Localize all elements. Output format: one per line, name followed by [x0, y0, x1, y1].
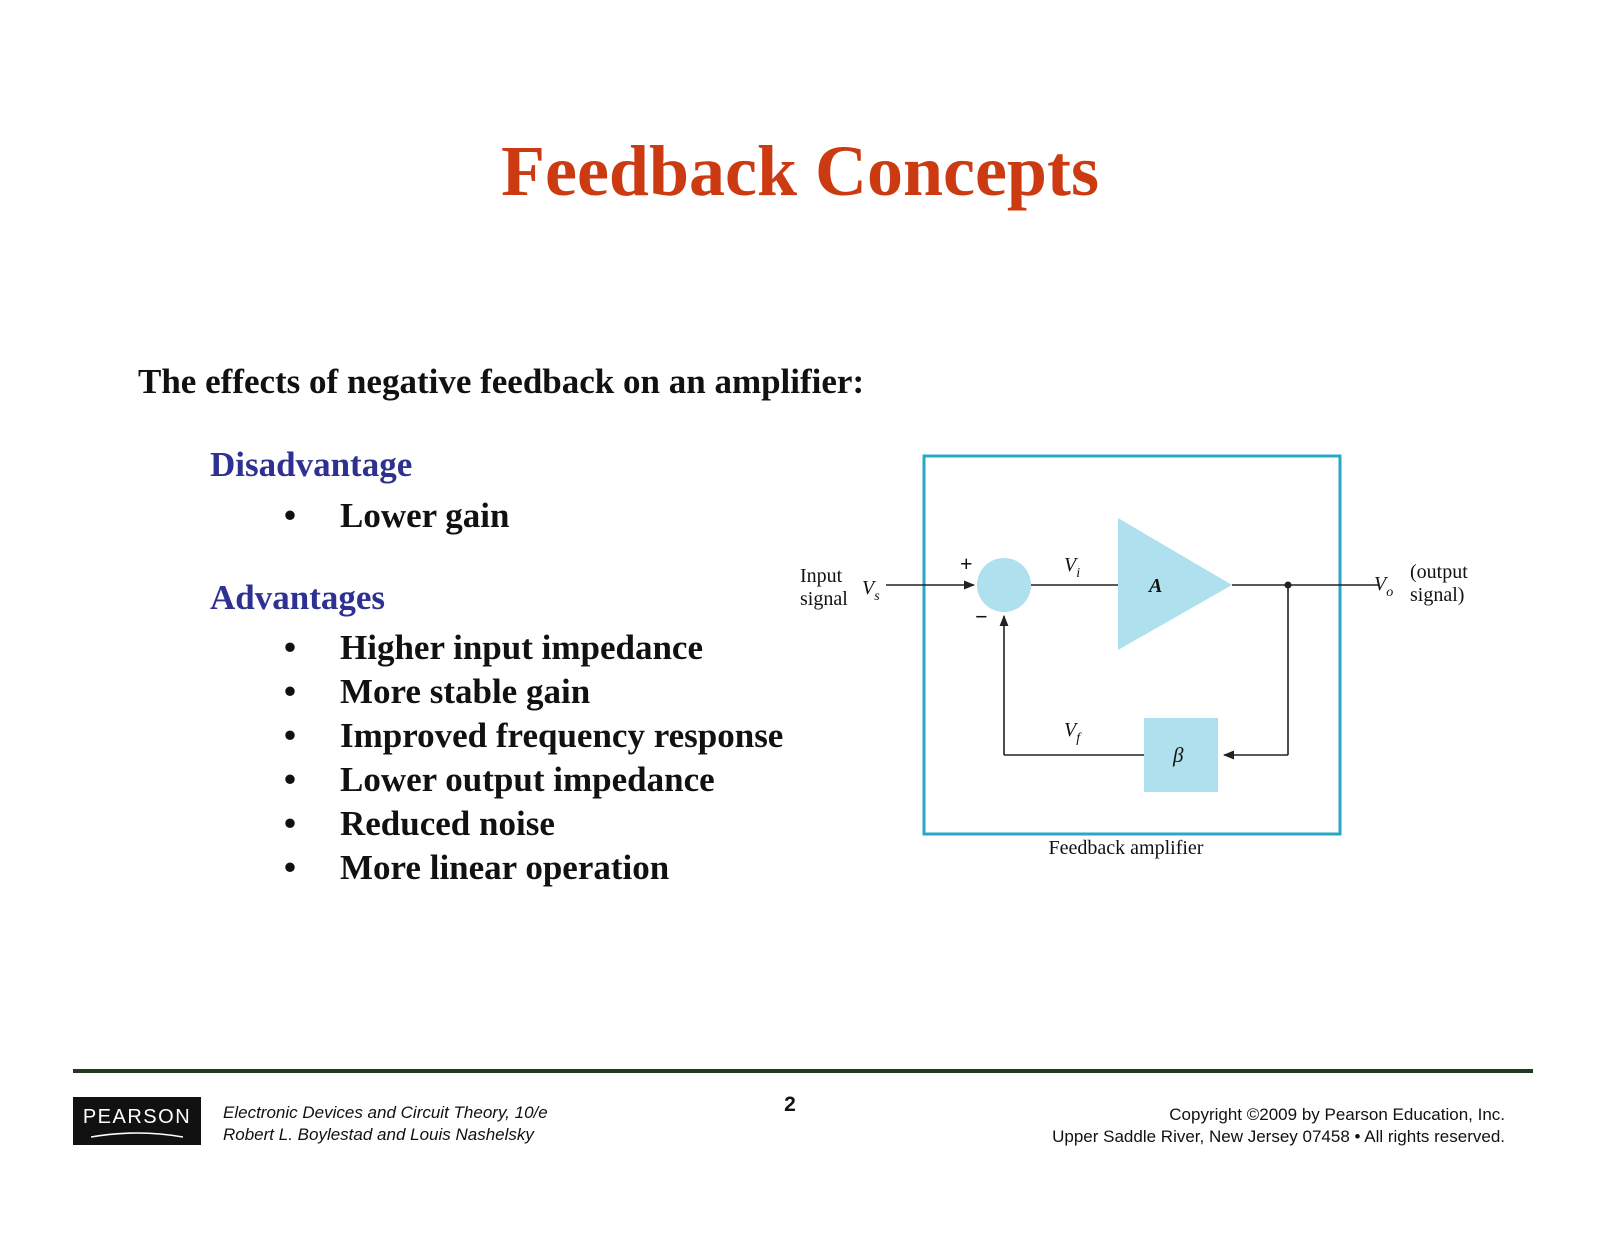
list-item: • Higher input impedance [280, 626, 783, 670]
intro-text: The effects of negative feedback on an a… [138, 362, 865, 401]
list-item-text: Reduced noise [340, 804, 555, 843]
logo-text: PEARSON [82, 1106, 192, 1128]
advantages-heading: Advantages [210, 578, 386, 617]
beta-label: β [1172, 743, 1184, 767]
slide-title: Feedback Concepts [501, 131, 1099, 211]
diagram-frame [922, 454, 1342, 836]
vs-label-main: V [862, 577, 877, 599]
amplifier-triangle-icon [1118, 518, 1232, 650]
vi-label-sub: i [1076, 566, 1080, 581]
vf-label-sub: f [1076, 731, 1082, 746]
bullet-icon: • [283, 496, 297, 535]
copyright-line-2: Upper Saddle River, New Jersey 07458 • A… [1052, 1127, 1505, 1146]
disadvantage-heading: Disadvantage [210, 445, 413, 484]
book-citation: Electronic Devices and Circuit Theory, 1… [223, 1102, 548, 1146]
amp-label: A [1147, 575, 1162, 597]
vs-label-sub: s [874, 589, 880, 604]
list-item: • More stable gain [280, 670, 783, 714]
list-item-text: Improved frequency response [340, 716, 784, 755]
bullet-icon: • [283, 628, 297, 667]
beta-block [1144, 718, 1218, 792]
vf-label: Vf [1064, 719, 1082, 746]
list-item-text: Higher input impedance [340, 628, 704, 667]
vs-label: Vs [862, 577, 880, 604]
list-item-text: Lower output impedance [340, 760, 715, 799]
vo-label: Vo [1374, 573, 1393, 600]
copyright-line-1: Copyright ©2009 by Pearson Education, In… [1169, 1105, 1505, 1124]
disadvantage-list: • Lower gain [280, 494, 510, 538]
list-item-text: Lower gain [340, 496, 510, 535]
vi-label-main: V [1064, 554, 1079, 576]
vo-label-sub: o [1386, 585, 1393, 600]
output-label-line2: signal) [1410, 584, 1464, 606]
pearson-logo: PEARSON [73, 1097, 201, 1145]
book-title: Electronic Devices and Circuit Theory, 1… [223, 1103, 548, 1122]
footer-divider [73, 1069, 1533, 1073]
bullet-icon: • [283, 760, 297, 799]
list-item-text: More stable gain [340, 672, 591, 711]
input-label: Input [800, 565, 843, 587]
bullet-icon: • [283, 804, 297, 843]
advantages-list: • Higher input impedance • More stable g… [280, 626, 784, 890]
vf-label-main: V [1064, 719, 1079, 741]
bullet-icon: • [283, 716, 297, 755]
logo-swoosh-icon [91, 1132, 183, 1138]
list-item: • Improved frequency response [280, 714, 784, 758]
input-label-line2: signal [800, 588, 848, 610]
page-number: 2 [784, 1093, 796, 1116]
vo-label-main: V [1374, 573, 1389, 595]
summing-junction-icon [977, 558, 1031, 612]
plus-sign: + [960, 551, 973, 576]
vi-label: Vi [1064, 554, 1080, 581]
copyright-notice: Copyright ©2009 by Pearson Education, In… [1052, 1104, 1505, 1148]
list-item: • More linear operation [280, 846, 783, 890]
list-item: • Reduced noise [280, 802, 783, 846]
output-label: (output [1410, 561, 1468, 583]
bullet-icon: • [283, 672, 297, 711]
book-authors: Robert L. Boylestad and Louis Nashelsky [223, 1125, 534, 1144]
minus-sign: − [975, 604, 988, 629]
list-item: • Lower output impedance [280, 758, 783, 802]
bullet-icon: • [283, 848, 297, 887]
feedback-amplifier-diagram: Input signal Vs + − Vi A Vf β Vo (output… [800, 454, 1468, 859]
list-item: • Lower gain [280, 494, 510, 538]
diagram-caption: Feedback amplifier [1049, 837, 1204, 859]
list-item-text: More linear operation [340, 848, 670, 887]
